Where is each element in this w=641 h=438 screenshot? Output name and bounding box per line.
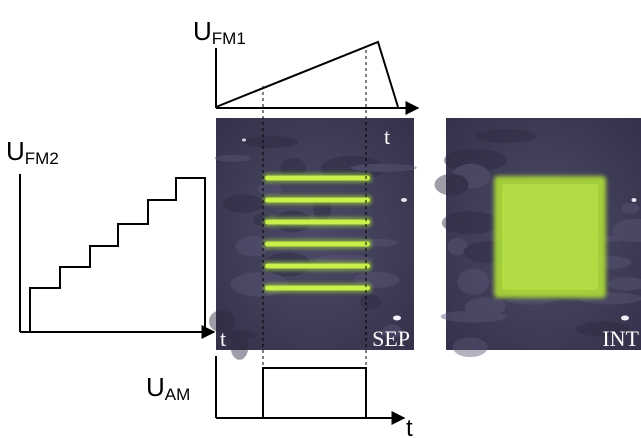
u-am-label: UAM: [146, 372, 190, 404]
panel-texture-blotch: [434, 173, 469, 196]
panel-texture-blotch: [447, 237, 468, 256]
panel-texture-blotch: [350, 163, 417, 172]
panel-texture-blotch: [280, 157, 306, 178]
sep-stripe: [265, 241, 370, 247]
panel-texture-blotch: [221, 330, 259, 340]
panel-texture-blotch: [235, 236, 270, 257]
u-fm1-label: UFM1: [193, 16, 246, 48]
panel-texture-blotch: [443, 148, 507, 172]
sep-panel-label: SEP: [372, 326, 410, 351]
panel-texture-blotch: [214, 154, 252, 162]
panel-texture-blotch: [441, 211, 498, 235]
sep-stripe: [265, 175, 370, 181]
sep-t-bottom-label: t: [220, 326, 226, 351]
panel-texture-blotch: [507, 297, 555, 305]
sep-stripe: [265, 263, 370, 269]
int-panel-label: INT: [602, 326, 639, 351]
alignment-guides: [262, 50, 367, 418]
panel-texture-blotch: [257, 182, 283, 196]
panel-texture-blotch: [457, 268, 490, 295]
sep-stripe: [265, 285, 370, 291]
panel-texture-blotch: [244, 136, 299, 148]
sep-t-label: t: [384, 124, 390, 149]
sep-stripe: [265, 219, 370, 225]
int-image-panel: INT: [434, 118, 641, 358]
u-am-chart: UAM t: [146, 356, 413, 438]
int-panel-texture: [434, 129, 641, 358]
panel-texture-blotch: [621, 203, 640, 214]
panel-texture-blotch: [222, 194, 265, 213]
u-fm1-ramp-waveform: [215, 40, 399, 108]
u-fm2-label: UFM2: [6, 136, 59, 168]
panel-texture-blotch: [594, 321, 616, 332]
panel-texture-blotch: [575, 321, 630, 337]
panel-texture-blotch: [230, 334, 249, 360]
u-fm1-chart: UFM1: [193, 16, 420, 115]
panel-texture-blotch: [475, 129, 536, 143]
panel-texture-blotch: [440, 310, 507, 323]
sep-reflection-specks: [242, 138, 407, 321]
sep-image-panel: t t SEP: [209, 118, 417, 360]
panel-texture-blotch: [382, 324, 402, 339]
sep-stripe: [265, 197, 370, 203]
sep-stripe-group: [263, 173, 372, 293]
u-fm2-staircase-waveform: [29, 177, 206, 332]
panel-texture-blotch: [209, 310, 235, 333]
panel-texture-blotch: [360, 294, 382, 310]
int-reflection-specks: [621, 198, 637, 321]
u-am-pulse-waveform: [262, 367, 367, 418]
panel-texture-blotch: [607, 277, 641, 291]
u-fm2-chart: UFM2: [6, 136, 216, 339]
panel-texture-blotch: [612, 218, 641, 243]
panel-texture-blotch: [452, 337, 488, 358]
panel-texture-blotch: [464, 297, 507, 316]
int-block-core: [502, 184, 598, 290]
panel-texture-blotch: [451, 163, 491, 189]
u-am-t-label: t: [406, 415, 413, 438]
